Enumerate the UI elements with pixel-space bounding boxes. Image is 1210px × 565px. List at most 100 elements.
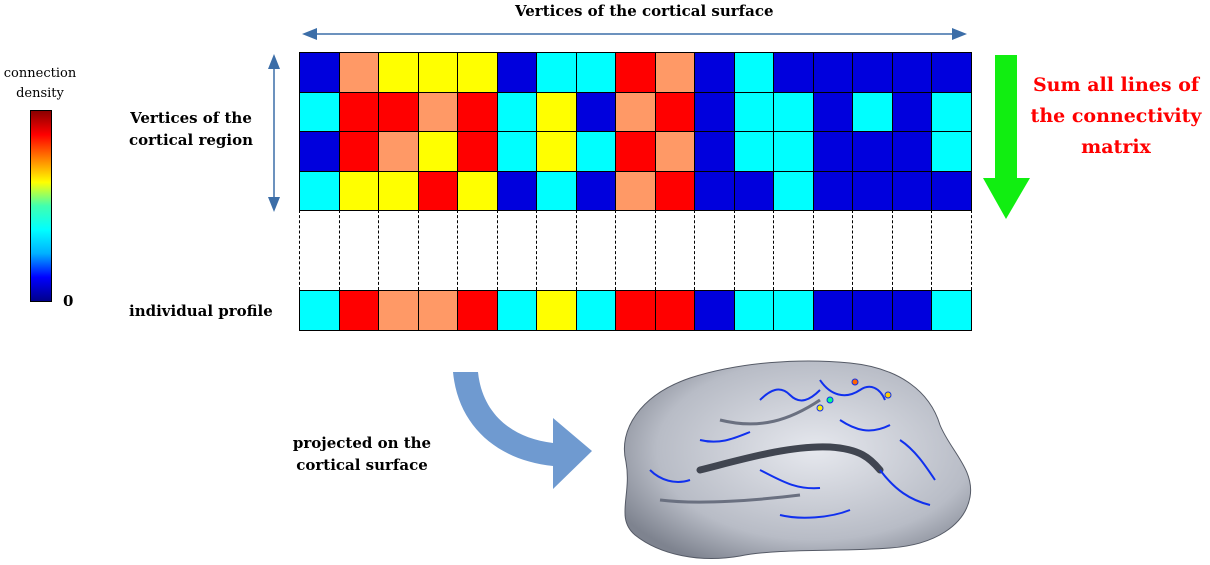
projected-caption-line1: projected on the	[292, 434, 432, 452]
dashed-divider	[891, 210, 893, 290]
curved-projection-arrow	[453, 372, 592, 489]
profile-cell	[891, 290, 932, 331]
matrix-cell	[338, 91, 379, 132]
matrix-cell	[457, 170, 498, 211]
profile-cell	[299, 290, 340, 331]
matrix-cell	[773, 170, 814, 211]
matrix-cell	[812, 91, 853, 132]
dashed-divider	[852, 210, 853, 290]
matrix-cell	[457, 131, 498, 172]
matrix-cell	[733, 91, 774, 132]
matrix-cell	[496, 170, 537, 211]
matrix-cell	[417, 91, 458, 132]
matrix-cell	[536, 91, 577, 132]
profile-cell	[852, 290, 893, 331]
matrix-cell	[654, 170, 695, 211]
top-axis-label: Vertices of the cortical surface	[515, 2, 774, 20]
matrix-cell	[733, 52, 774, 93]
matrix-cell	[852, 52, 893, 93]
sum-lines-caption: Sum all lines of the connectivity matrix	[1022, 70, 1210, 163]
matrix-cell	[378, 131, 419, 172]
dashed-divider	[970, 210, 972, 290]
dashed-divider	[615, 210, 616, 290]
profile-cell	[654, 290, 695, 331]
hotspot	[826, 396, 834, 404]
matrix-cell	[733, 131, 774, 172]
matrix-cell	[536, 131, 577, 172]
matrix-cell	[496, 91, 537, 132]
matrix-cell	[496, 52, 537, 93]
hotspot	[851, 378, 859, 386]
tract-line	[779, 509, 851, 519]
matrix-cell	[812, 131, 853, 172]
dashed-divider	[694, 210, 695, 290]
matrix-cell	[417, 131, 458, 172]
projected-caption: projected on the cortical surface	[272, 432, 452, 476]
matrix-cell	[417, 170, 458, 211]
matrix-cell	[378, 170, 419, 211]
sum-caption-line2: the connectivity	[1030, 105, 1202, 127]
matrix-cell	[575, 131, 616, 172]
matrix-cell	[773, 131, 814, 172]
vertical-double-arrow	[268, 54, 280, 212]
sylvian-fissure	[696, 443, 884, 474]
horizontal-double-arrow	[302, 28, 967, 40]
profile-cell	[378, 290, 419, 331]
matrix-cell	[694, 91, 735, 132]
matrix-cell	[812, 170, 853, 211]
matrix-cell	[812, 52, 853, 93]
matrix-cell	[931, 91, 972, 132]
dashed-divider	[496, 210, 498, 290]
dashed-divider	[457, 210, 458, 290]
hotspot	[884, 391, 892, 399]
matrix-cell	[891, 170, 932, 211]
sulcus-1	[719, 398, 821, 426]
matrix-cell	[299, 170, 340, 211]
matrix-cell	[931, 52, 972, 93]
tract-line	[759, 469, 821, 490]
matrix-cell	[378, 91, 419, 132]
sum-caption-line3: matrix	[1081, 136, 1151, 158]
left-axis-label-line1: Vertices of the	[130, 109, 252, 127]
dashed-divider	[417, 210, 419, 290]
matrix-cell	[694, 131, 735, 172]
matrix-cell	[852, 91, 893, 132]
tract-line	[879, 469, 931, 506]
sum-down-arrow	[983, 55, 1030, 219]
matrix-cell	[615, 91, 656, 132]
matrix-cell	[773, 91, 814, 132]
matrix-cell	[773, 52, 814, 93]
dashed-divider	[654, 210, 656, 290]
tract-line	[899, 439, 936, 481]
brain-surface	[623, 360, 972, 559]
tract-line	[649, 469, 691, 483]
matrix-cell	[891, 131, 932, 172]
matrix-cell	[536, 170, 577, 211]
profile-cell	[694, 290, 735, 331]
tract-line	[839, 419, 891, 432]
profile-cell	[536, 290, 577, 331]
colorbar-title-line1: connection	[3, 66, 77, 81]
matrix-cell	[654, 91, 695, 132]
tract-line	[759, 388, 821, 402]
dashed-divider	[733, 210, 735, 290]
profile-cell	[417, 290, 458, 331]
profile-cell	[733, 290, 774, 331]
matrix-cell	[338, 131, 379, 172]
sum-caption-line1: Sum all lines of	[1032, 74, 1200, 96]
matrix-cell	[891, 52, 932, 93]
matrix-cell	[615, 52, 656, 93]
dashed-divider	[536, 210, 537, 290]
profile-cell	[457, 290, 498, 331]
dashed-divider	[338, 210, 340, 290]
matrix-cell	[299, 91, 340, 132]
profile-cell	[931, 290, 972, 331]
matrix-cell	[733, 170, 774, 211]
profile-cell	[773, 290, 814, 331]
dashed-divider	[773, 210, 774, 290]
matrix-cell	[575, 170, 616, 211]
matrix-cell	[654, 52, 695, 93]
sulcus-2	[659, 493, 801, 504]
matrix-cell	[536, 52, 577, 93]
